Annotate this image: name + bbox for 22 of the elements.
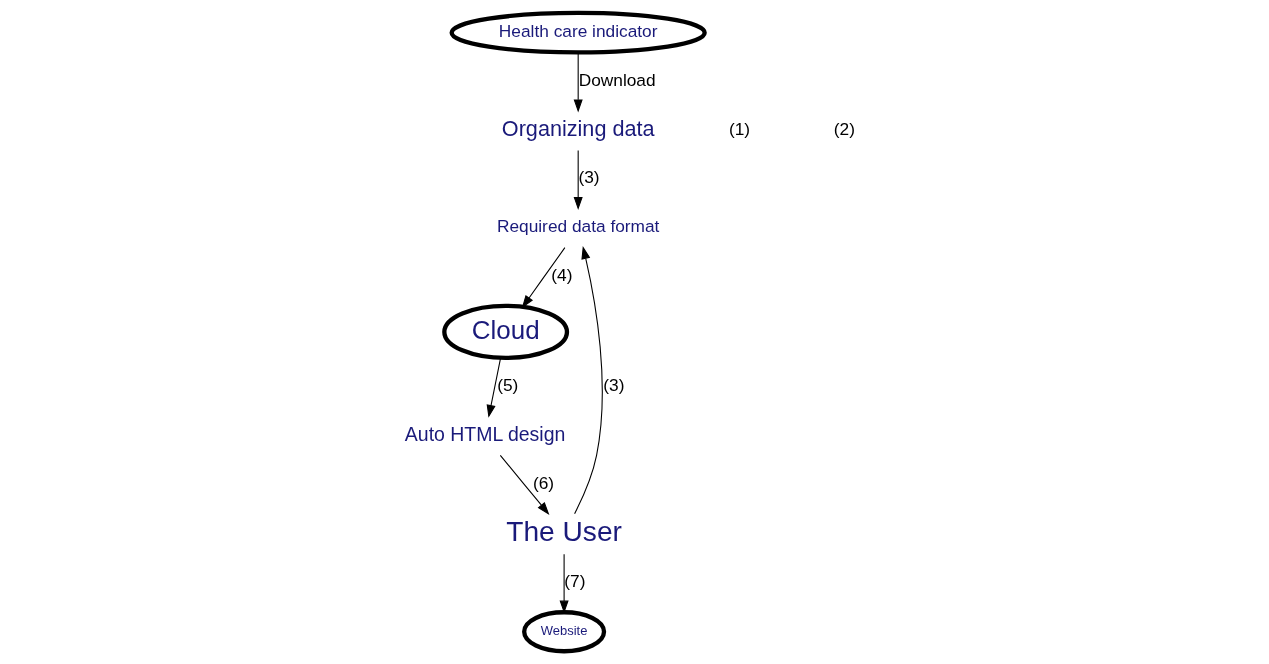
node-text: Auto HTML design xyxy=(404,422,565,445)
node-ellipse: Cloud xyxy=(441,303,569,361)
arrow xyxy=(499,454,549,515)
edge-label: (5) xyxy=(496,375,518,396)
arrow xyxy=(521,247,565,309)
arrow xyxy=(573,246,603,515)
node-ellipse: Website xyxy=(521,610,606,654)
node-text: Organizing data xyxy=(501,115,655,141)
edge-label: Download xyxy=(578,69,656,90)
edge-label: (3) xyxy=(577,167,600,188)
edge-label: (6) xyxy=(532,472,554,493)
arrow xyxy=(573,149,583,210)
node-ellipse: Health care indicator xyxy=(449,10,707,55)
edge-label: (3) xyxy=(602,375,624,396)
arrow xyxy=(573,52,583,113)
node-text: Required data format xyxy=(496,216,659,237)
node-text: The User xyxy=(505,515,622,547)
label: (1) xyxy=(728,118,750,139)
label: (2) xyxy=(833,118,855,139)
edge-label: (4) xyxy=(550,264,573,285)
arrow xyxy=(486,357,501,418)
edge-label: (7) xyxy=(563,571,585,592)
